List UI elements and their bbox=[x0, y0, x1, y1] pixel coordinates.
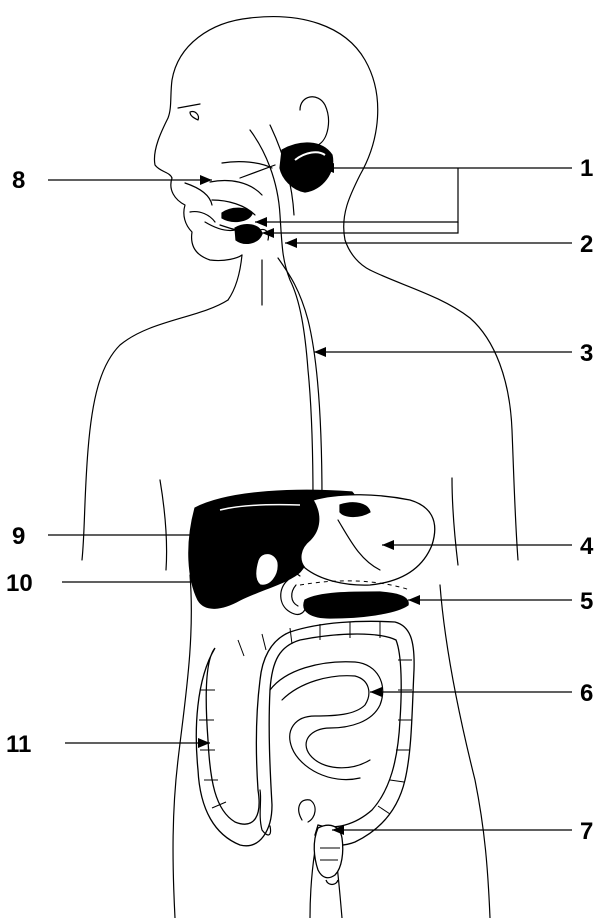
label-2: 2 bbox=[580, 231, 593, 258]
label-7: 7 bbox=[580, 818, 593, 845]
label-3: 3 bbox=[580, 340, 593, 367]
pancreas bbox=[300, 581, 410, 618]
appendix bbox=[299, 800, 315, 822]
salivary-gland-submandibular bbox=[235, 225, 268, 244]
label-9: 9 bbox=[12, 523, 25, 550]
label-8: 8 bbox=[12, 167, 25, 194]
label-5: 5 bbox=[580, 588, 593, 615]
label-6: 6 bbox=[580, 680, 593, 707]
small-intestine bbox=[260, 662, 383, 835]
stomach bbox=[301, 495, 435, 585]
label-10: 10 bbox=[6, 570, 33, 597]
label-11: 11 bbox=[6, 731, 31, 758]
salivary-gland-sublingual bbox=[222, 208, 252, 221]
label-4: 4 bbox=[580, 533, 594, 560]
large-intestine bbox=[196, 621, 414, 846]
label-1: 1 bbox=[580, 155, 593, 182]
